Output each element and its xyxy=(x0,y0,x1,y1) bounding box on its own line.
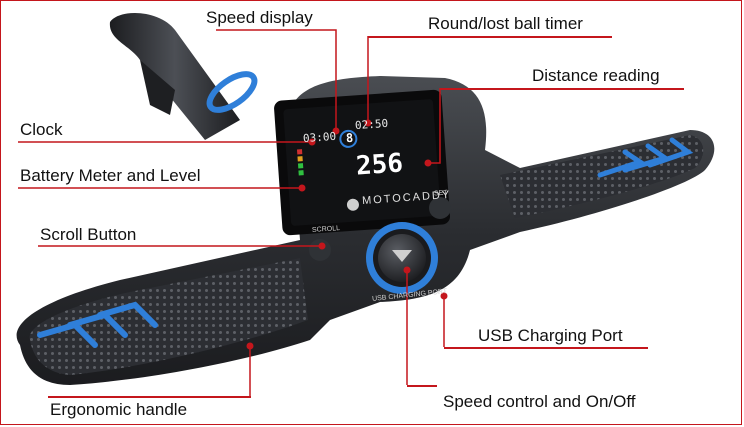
label-timer: Round/lost ball timer xyxy=(428,14,583,33)
label-usb-port: USB Charging Port xyxy=(478,326,623,345)
label-speed-display: Speed display xyxy=(206,8,313,27)
speed-knob xyxy=(366,222,438,294)
label-scroll-button: Scroll Button xyxy=(40,225,137,244)
callout-lines xyxy=(18,29,445,396)
underline-ergonomic xyxy=(48,396,251,398)
label-distance: Distance reading xyxy=(532,66,660,85)
underline-usb xyxy=(444,347,648,349)
label-speed-control: Speed control and On/Off xyxy=(443,392,636,411)
right-blue-stripes xyxy=(597,137,694,178)
underline-timer xyxy=(368,36,612,38)
underline-speed-control xyxy=(407,385,437,387)
label-clock: Clock xyxy=(20,120,63,139)
label-battery: Battery Meter and Level xyxy=(20,166,201,185)
lcd-screen xyxy=(274,89,451,236)
underline-distance xyxy=(440,88,684,90)
left-blue-stripes xyxy=(37,301,158,348)
tube xyxy=(109,12,258,140)
scroll-button-shape xyxy=(309,239,331,261)
label-ergonomic-handle: Ergonomic handle xyxy=(50,400,188,419)
set-button-shape xyxy=(429,197,451,219)
callout-dots xyxy=(246,119,448,350)
